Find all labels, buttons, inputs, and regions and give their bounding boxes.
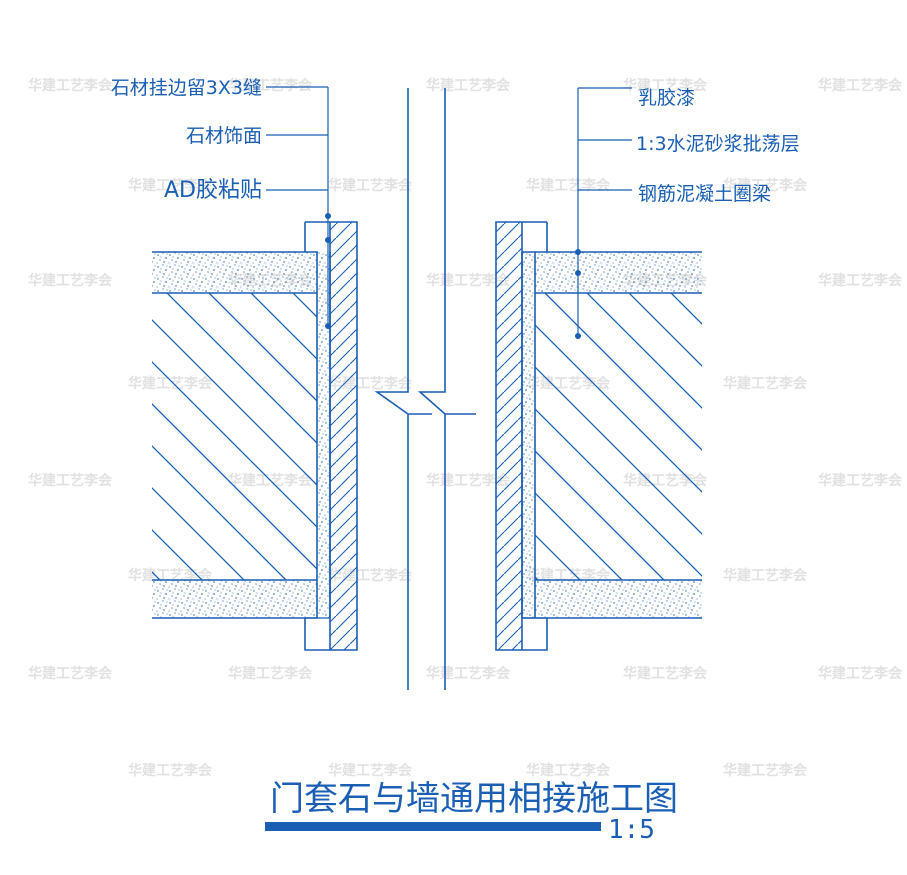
left-wall [152,221,358,651]
watermark-text: 华建工艺李会 [818,77,903,94]
label-latex-paint: 乳胶漆 [638,87,695,109]
watermark-text: 华建工艺李会 [723,177,808,194]
watermark-text: 华建工艺李会 [228,665,313,682]
watermark-text: 华建工艺李会 [28,272,113,289]
watermark-text: 华建工艺李会 [28,472,113,489]
right-leaders [575,87,632,339]
watermark-text: 华建工艺李会 [818,665,903,682]
label-ad-adhesive: AD胶粘贴 [164,178,262,203]
watermark-text: 华建工艺李会 [28,665,113,682]
watermark-text: 华建工艺李会 [328,177,413,194]
watermark-text: 华建工艺李会 [228,77,313,94]
watermark-text: 华建工艺李会 [623,77,708,94]
watermark-text: 华建工艺李会 [818,472,903,489]
watermark-text: 华建工艺李会 [723,567,808,584]
watermark-text: 华建工艺李会 [426,472,511,489]
drawing-scale: 1:5 [608,815,655,845]
watermark-text: 华建工艺李会 [623,665,708,682]
drawing-title: 门套石与墙通用相接施工图 [270,779,678,819]
watermark-text: 华建工艺李会 [128,762,213,779]
watermark-text: 华建工艺李会 [128,177,213,194]
left-leaders [266,86,331,329]
watermark-text: 华建工艺李会 [426,272,511,289]
label-stone-facing: 石材饰面 [186,125,262,147]
watermark-text: 华建工艺李会 [818,272,903,289]
right-wall [495,221,702,651]
door-opening-break-lines [374,88,476,690]
watermark-text: 华建工艺李会 [28,77,113,94]
watermark-text: 华建工艺李会 [526,177,611,194]
watermarks: 华建工艺李会华建工艺李会华建工艺李会华建工艺李会华建工艺李会华建工艺李会华建工艺… [28,77,903,779]
watermark-text: 华建工艺李会 [426,665,511,682]
watermark-text: 华建工艺李会 [426,77,511,94]
watermark-text: 华建工艺李会 [723,762,808,779]
watermark-text: 华建工艺李会 [526,762,611,779]
title-underline [265,822,601,831]
label-cement-plaster: 1:3水泥砂浆批荡层 [636,133,800,155]
watermark-text: 华建工艺李会 [723,375,808,392]
watermark-text: 华建工艺李会 [328,762,413,779]
label-concrete-beam: 钢筋泥凝土圈梁 [638,183,771,205]
label-stone-gap: 石材挂边留3X3缝 [111,77,262,99]
